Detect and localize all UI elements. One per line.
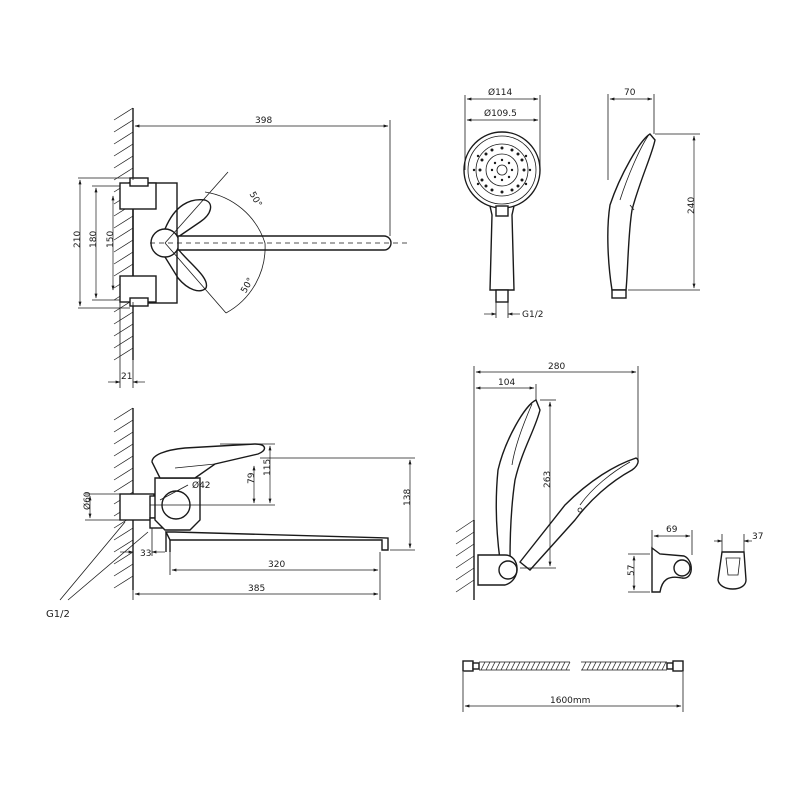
holder-detail-front: 37 bbox=[714, 532, 763, 590]
dim-263: 263 bbox=[543, 471, 553, 488]
dim-70: 70 bbox=[624, 88, 636, 98]
dim-1600mm: 1600mm bbox=[550, 696, 590, 706]
dim-21: 21 bbox=[121, 372, 132, 382]
hose-spiral bbox=[480, 661, 667, 671]
dim-210: 210 bbox=[73, 231, 83, 248]
wall-hatching-top bbox=[113, 107, 134, 361]
dim-33: 33 bbox=[140, 549, 151, 559]
dim-d60: Ø60 bbox=[82, 491, 93, 510]
dim-d114: Ø114 bbox=[488, 87, 513, 98]
dim-240: 240 bbox=[687, 197, 697, 214]
shower-side-view: 70 240 bbox=[607, 88, 700, 299]
shower-head-front-view: Ø114 Ø109.5 bbox=[463, 87, 543, 320]
dim-g12-head: G1/2 bbox=[522, 310, 543, 320]
dim-d109: Ø109.5 bbox=[484, 108, 517, 119]
angle-up-label: 50° bbox=[247, 190, 264, 209]
dim-150: 150 bbox=[106, 231, 116, 248]
dim-180: 180 bbox=[89, 231, 99, 248]
label-g12-connection: G1/2 bbox=[46, 609, 70, 620]
dim-79: 79 bbox=[247, 472, 257, 484]
dim-37: 37 bbox=[752, 532, 763, 542]
dim-138: 138 bbox=[403, 489, 413, 506]
wall-hatching-mount bbox=[455, 519, 475, 600]
faucet-side-view: Ø42 79 115 138 Ø60 33 320 385 bbox=[46, 407, 415, 620]
mounted-shower-view: 280 104 263 bbox=[455, 362, 639, 600]
angle-down-label: 50° bbox=[240, 276, 257, 295]
dim-d42: Ø42 bbox=[192, 480, 211, 491]
dim-385: 385 bbox=[248, 584, 265, 594]
hose-view: 1600mm bbox=[462, 660, 684, 712]
dim-115: 115 bbox=[263, 459, 273, 476]
nozzle-pattern bbox=[472, 146, 532, 194]
dim-104: 104 bbox=[498, 378, 515, 388]
dim-280: 280 bbox=[548, 362, 565, 372]
faucet-top-view: 50° 50° 398 210 180 150 21 bbox=[73, 107, 410, 388]
dim-69: 69 bbox=[666, 525, 678, 535]
dim-398: 398 bbox=[255, 116, 272, 126]
holder-detail-side: 69 57 bbox=[627, 525, 693, 593]
dim-57: 57 bbox=[627, 565, 637, 576]
dim-320: 320 bbox=[268, 560, 285, 570]
